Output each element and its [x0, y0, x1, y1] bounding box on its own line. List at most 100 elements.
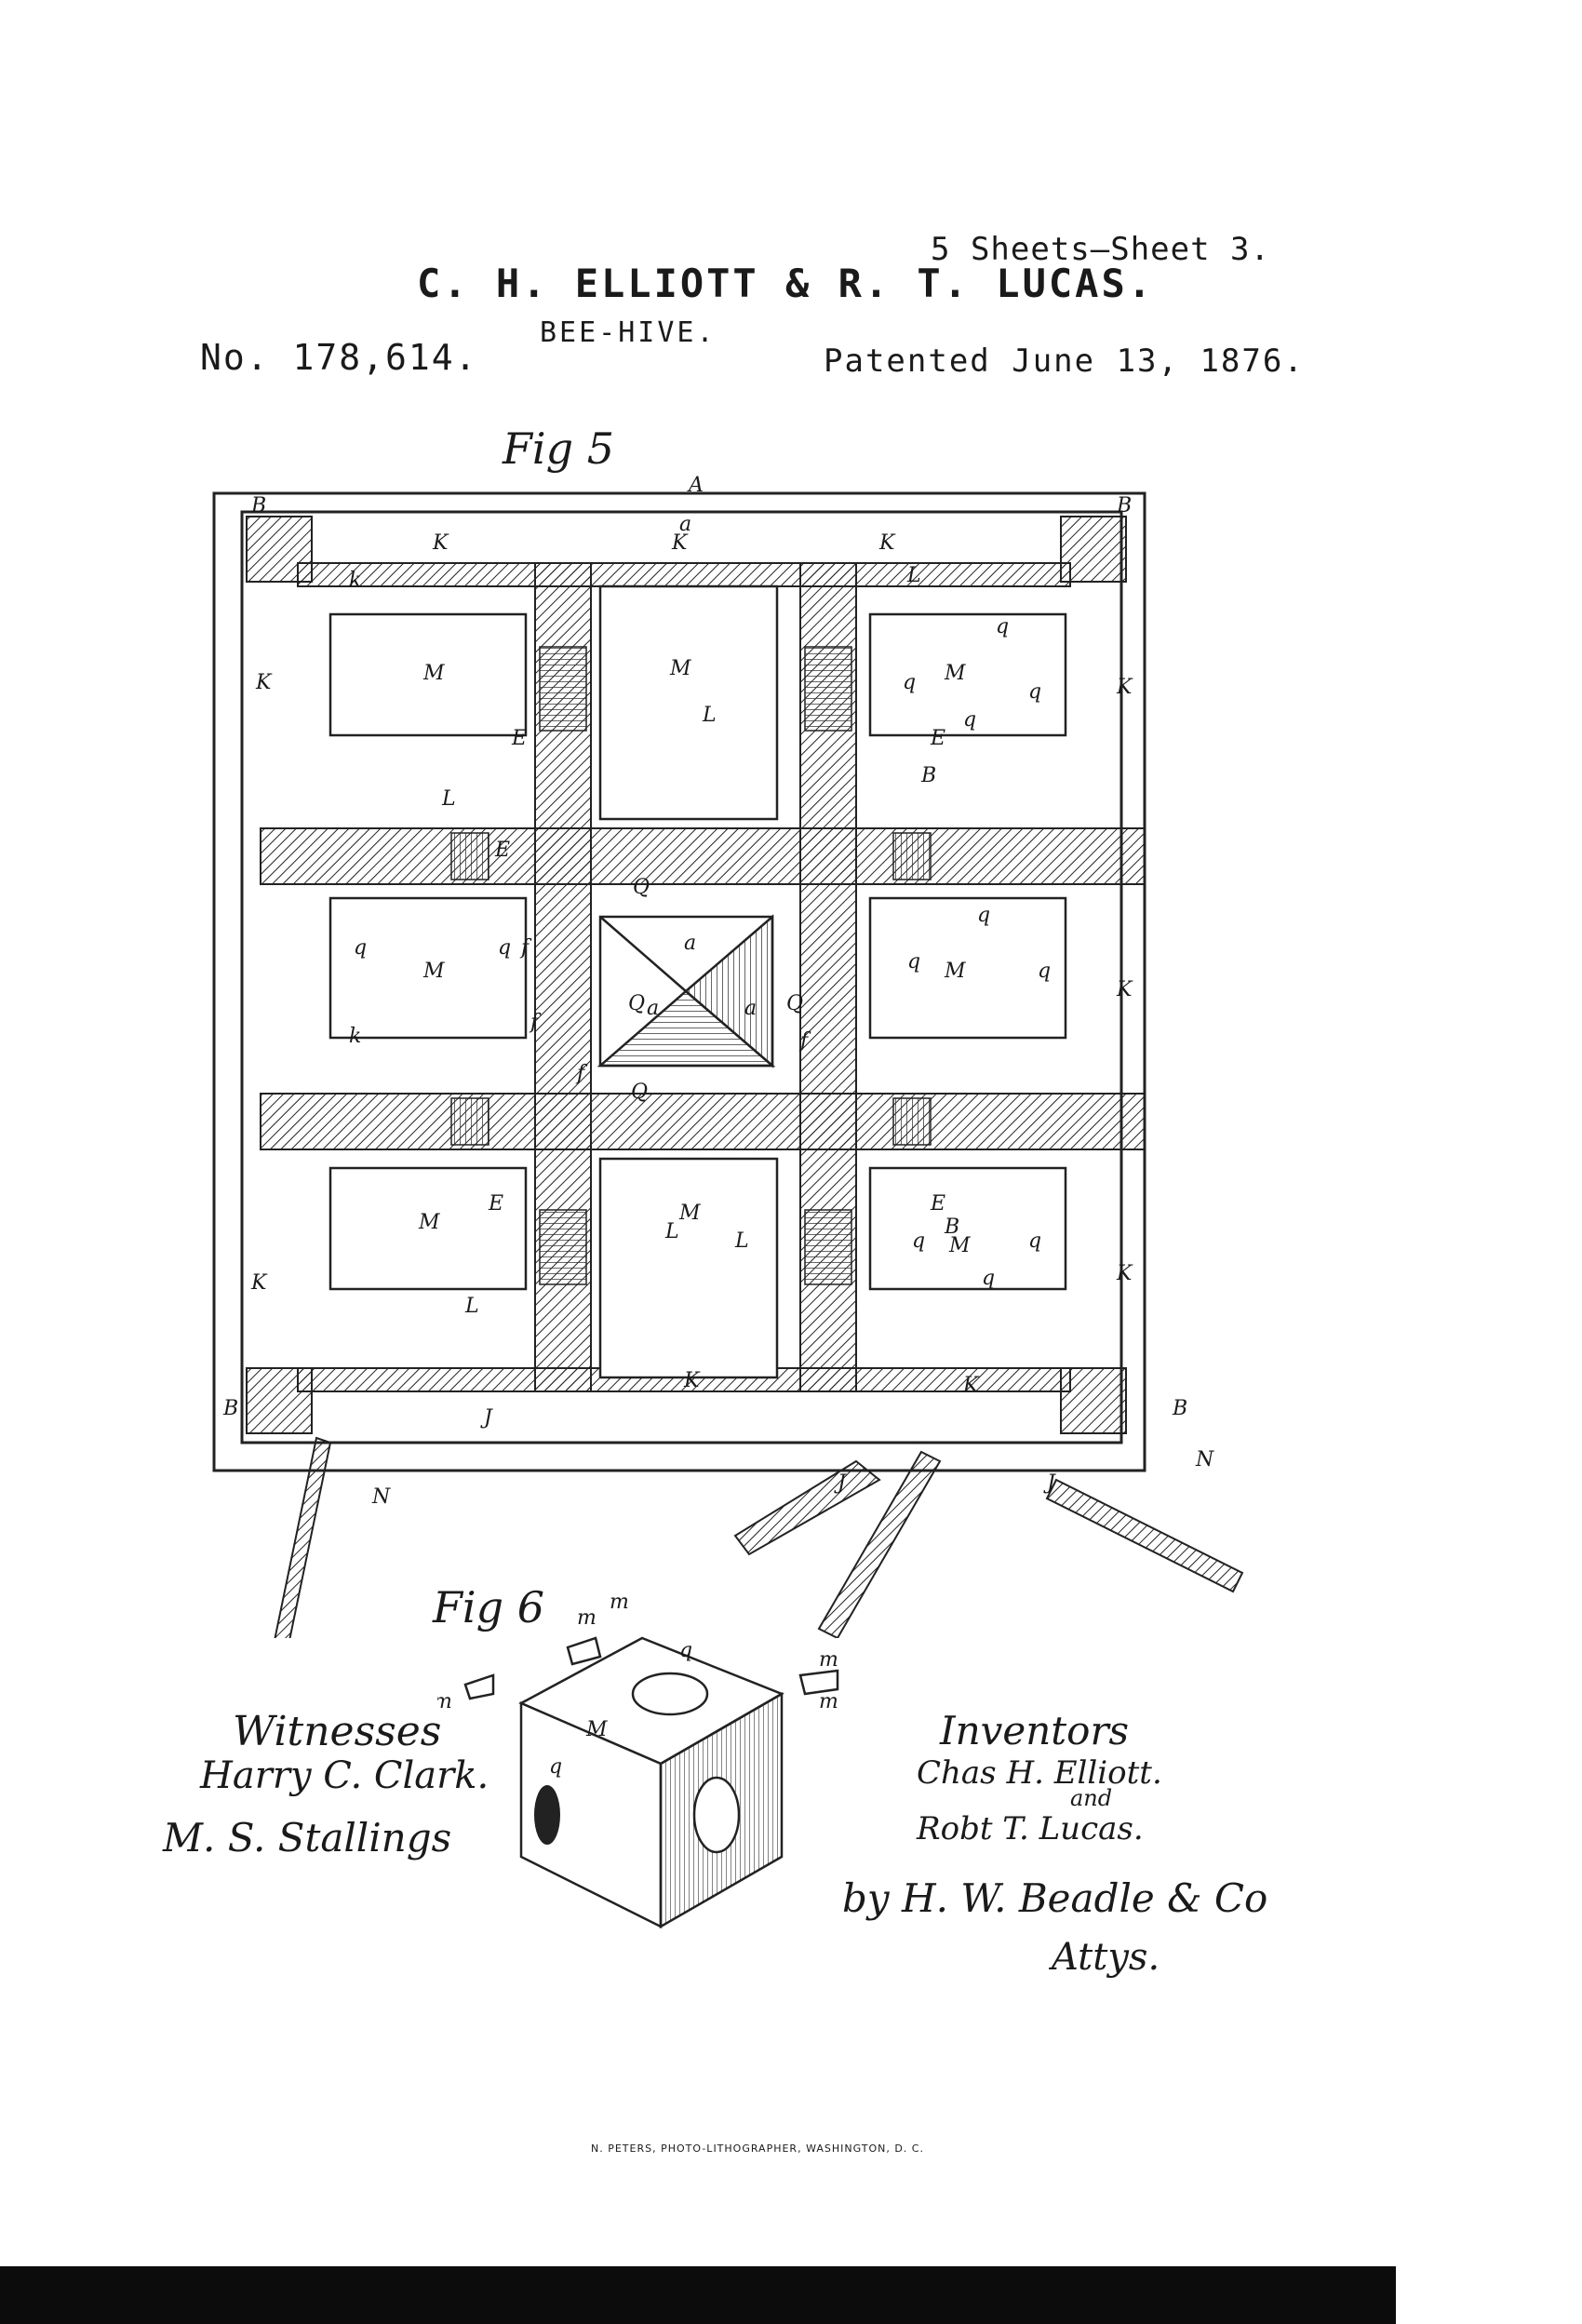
- svg-text:K: K: [250, 1271, 268, 1295]
- svg-text:q: q: [549, 1755, 562, 1779]
- svg-text:q: q: [982, 1267, 995, 1290]
- svg-text:E: E: [494, 839, 510, 862]
- svg-text:Q: Q: [628, 992, 645, 1015]
- svg-text:a: a: [679, 513, 691, 536]
- svg-text:J: J: [480, 1406, 493, 1430]
- svg-text:B: B: [944, 1216, 959, 1239]
- beam-lower: [260, 1093, 1146, 1150]
- stripe-panels: [539, 646, 852, 1285]
- inventor-names: C. H. ELLIOTT & R. T. LUCAS.: [417, 261, 1155, 306]
- attorney-signature: by H. W. Beadle & Co: [842, 1875, 1268, 1921]
- fig5-drawing: A B B B B K K K K K K K K K K a a a a M …: [212, 475, 1244, 1638]
- svg-text:L: L: [664, 1220, 679, 1243]
- svg-text:m: m: [819, 1690, 838, 1713]
- svg-text:L: L: [441, 787, 456, 811]
- central-pyramid: [597, 914, 776, 1068]
- svg-text:M: M: [585, 1718, 608, 1741]
- svg-text:a: a: [744, 997, 757, 1020]
- comb-frames: [328, 584, 1067, 1379]
- svg-text:B: B: [1172, 1397, 1187, 1420]
- svg-text:K: K: [432, 531, 449, 555]
- svg-text:L: L: [464, 1295, 479, 1318]
- svg-text:B: B: [222, 1397, 238, 1420]
- witnesses-heading: Witnesses: [233, 1708, 442, 1755]
- inventor-conjunction: and: [1070, 1785, 1113, 1811]
- fig6-drawing: m m m m m m q q M: [437, 1591, 839, 1929]
- svg-text:k: k: [349, 569, 361, 592]
- svg-text:M: M: [944, 662, 966, 685]
- svg-text:K: K: [878, 531, 896, 555]
- svg-text:a: a: [647, 997, 659, 1020]
- svg-text:q: q: [996, 615, 1009, 638]
- svg-text:A: A: [687, 475, 704, 497]
- corner-posts: [246, 516, 1127, 1434]
- beam-upper: [260, 827, 1146, 885]
- svg-text:B: B: [920, 764, 936, 787]
- svg-text:m: m: [610, 1591, 629, 1614]
- svg-text:M: M: [418, 1211, 440, 1234]
- svg-text:m: m: [577, 1606, 597, 1630]
- svg-text:Q: Q: [633, 876, 650, 899]
- svg-text:J: J: [834, 1471, 847, 1495]
- outer-frame: [212, 491, 1146, 1472]
- witness-signature-2: M. S. Stallings: [163, 1815, 452, 1861]
- svg-text:K: K: [683, 1369, 701, 1392]
- svg-text:K: K: [1116, 1262, 1133, 1285]
- svg-text:K: K: [962, 1374, 980, 1397]
- svg-text:L: L: [906, 564, 921, 587]
- svg-text:q: q: [679, 1639, 692, 1662]
- patent-date: Patented June 13, 1876.: [824, 343, 1305, 380]
- patent-number: No. 178,614.: [200, 337, 478, 378]
- scan-edge-bar: [0, 2266, 1396, 2324]
- svg-text:q: q: [1028, 680, 1041, 704]
- attorneys-label: Attys.: [1052, 1936, 1160, 1979]
- beam-inserts: [450, 832, 932, 1146]
- svg-text:B: B: [1116, 494, 1132, 517]
- svg-text:k: k: [349, 1025, 361, 1048]
- svg-text:q: q: [498, 936, 511, 960]
- svg-text:J: J: [1043, 1471, 1056, 1495]
- svg-text:Q: Q: [631, 1081, 648, 1104]
- lithographer-credit: N. PETERS, PHOTO-LITHOGRAPHER, WASHINGTO…: [591, 2143, 924, 2155]
- svg-text:m: m: [437, 1662, 438, 1686]
- svg-text:N: N: [1195, 1448, 1214, 1471]
- svg-text:M: M: [948, 1234, 971, 1257]
- inventors-heading: Inventors: [940, 1708, 1130, 1753]
- inventor-signature-1: Chas H. Elliott.: [917, 1754, 1162, 1792]
- svg-text:B: B: [250, 494, 266, 517]
- svg-text:E: E: [930, 727, 945, 750]
- svg-text:M: M: [678, 1202, 701, 1225]
- witness-signature-1: Harry C. Clark.: [200, 1754, 489, 1797]
- svg-text:L: L: [734, 1229, 749, 1253]
- patent-title: BEE-HIVE.: [540, 316, 717, 349]
- sheet-count: 5 Sheets—Sheet 3.: [931, 231, 1270, 268]
- svg-text:m: m: [819, 1648, 838, 1672]
- svg-text:q: q: [903, 671, 916, 694]
- svg-text:K: K: [1116, 978, 1133, 1001]
- svg-text:M: M: [422, 960, 445, 983]
- svg-text:M: M: [944, 960, 966, 983]
- svg-text:K: K: [1116, 676, 1133, 699]
- svg-text:q: q: [963, 708, 976, 732]
- inventor-signature-2: Robt T. Lucas.: [917, 1810, 1144, 1847]
- svg-text:E: E: [488, 1192, 503, 1216]
- svg-text:f: f: [519, 936, 532, 960]
- svg-text:q: q: [977, 904, 990, 927]
- svg-text:a: a: [684, 932, 696, 955]
- svg-text:K: K: [255, 671, 273, 694]
- landing-boards: [274, 1436, 1244, 1638]
- svg-text:N: N: [371, 1485, 391, 1509]
- svg-text:m: m: [437, 1690, 452, 1713]
- svg-text:q: q: [1038, 960, 1051, 983]
- svg-text:q: q: [907, 950, 920, 974]
- fig6-label: Fig 6: [433, 1582, 544, 1632]
- svg-text:E: E: [930, 1192, 945, 1216]
- svg-text:q: q: [354, 936, 367, 960]
- fig5-label: Fig 5: [503, 423, 614, 474]
- svg-text:M: M: [422, 662, 445, 685]
- svg-text:M: M: [669, 657, 691, 680]
- svg-text:E: E: [511, 727, 527, 750]
- svg-text:Q: Q: [786, 992, 803, 1015]
- svg-text:K: K: [671, 531, 689, 555]
- svg-text:q: q: [912, 1229, 925, 1253]
